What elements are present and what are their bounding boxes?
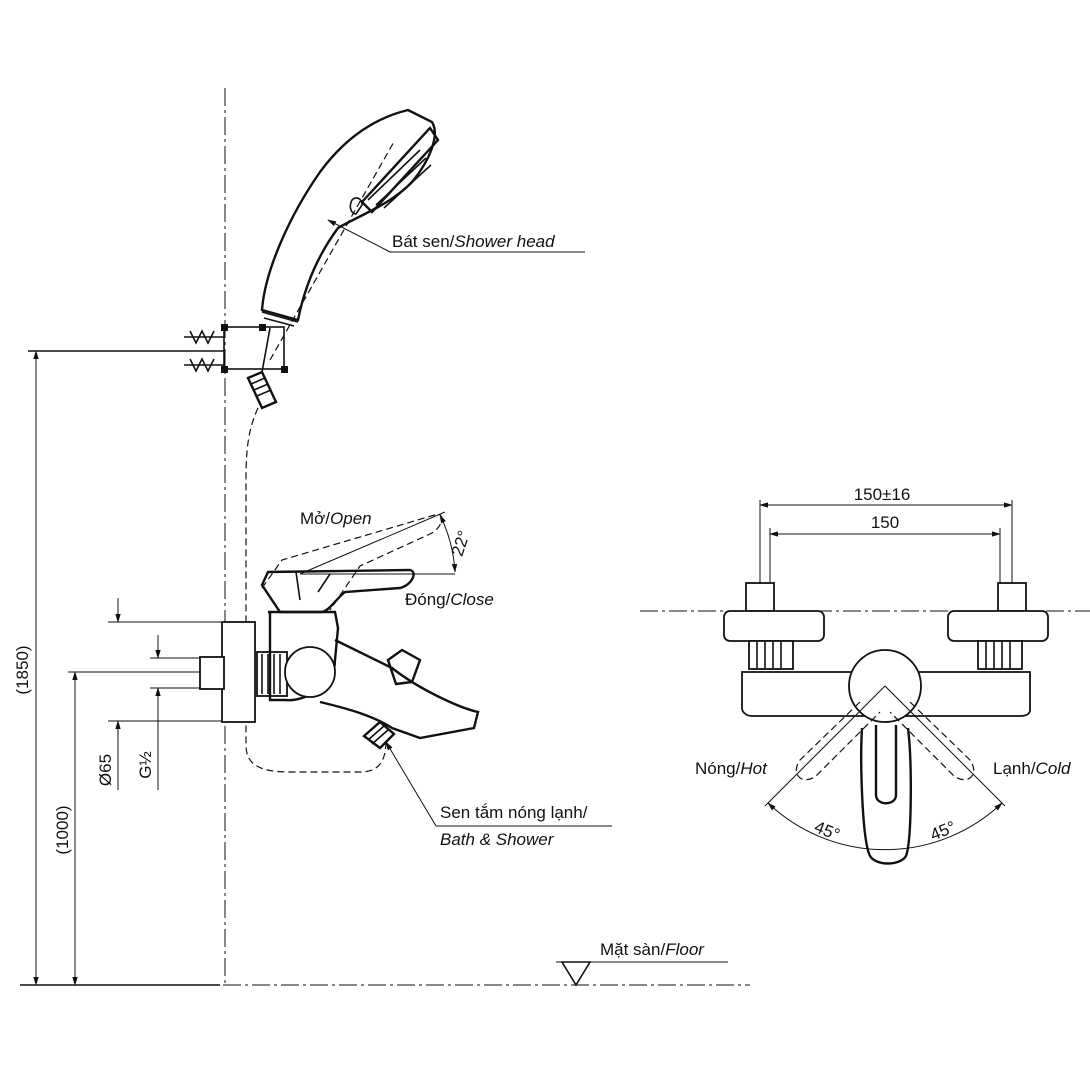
label-angle-right: 45° [927,817,958,844]
shower-axis-line [269,139,396,361]
dimension-mixer-height: (1000) [53,671,225,986]
mixer-side [199,610,612,827]
side-view: (1850) (1000) Ø65 G½ [13,88,750,987]
label-cold: Lạnh/Cold [993,759,1071,778]
label-total-height: (1850) [13,645,32,694]
label-close: Đóng/Close [405,590,494,609]
label-floor: Mặt sàn/Floor [600,940,705,959]
label-angle-left: 45° [812,817,843,844]
front-view: 150±16 150 [640,485,1090,865]
left-connector [723,582,825,670]
label-open-angle: 22° [448,528,474,558]
label-bath-vi: Sen tắm nóng lạnh/ [440,803,588,822]
dimension-outer-spacing: 150±16 [759,485,1013,608]
shower-head [260,108,585,361]
lever-open-outline [261,513,443,611]
mixer-front-body [741,649,1031,865]
label-mixer-height: (1000) [53,805,72,854]
label-diameter: Ø65 [96,754,115,786]
label-inner-spacing: 150 [871,513,899,532]
floor-symbol [556,961,728,987]
handle-hot-outline [795,701,881,781]
dimension-diameter: Ø65 [96,598,225,790]
label-outer-spacing: 150±16 [854,485,911,504]
right-connector [947,582,1049,670]
wall-bracket [28,324,288,410]
hose-path [245,407,387,773]
lever [260,511,458,614]
dimension-total-height: (1850) [13,350,39,986]
label-open: Mở/Open [300,509,372,528]
label-shower-head: Bát sen/Shower head [392,232,555,251]
handle-cold-outline [889,701,975,781]
label-bath-en: Bath & Shower [440,830,555,849]
label-hot: Nóng/Hot [695,759,768,778]
label-thread: G½ [136,751,155,778]
dimension-inner-spacing: 150 [769,513,1001,608]
dimension-thread: G½ [136,635,205,790]
